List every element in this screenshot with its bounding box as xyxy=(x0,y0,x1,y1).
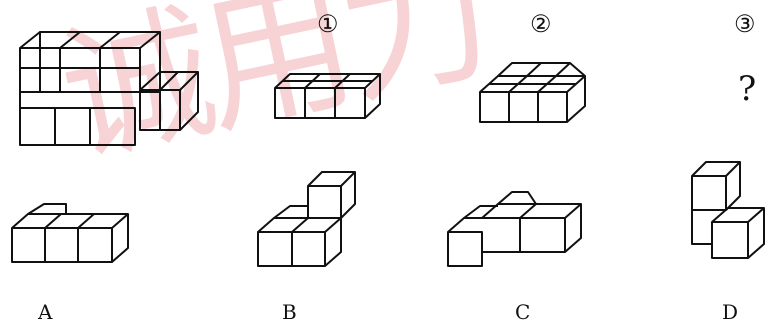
sequence-label-3: ③ xyxy=(734,10,756,38)
option-c-shape xyxy=(447,191,582,267)
shape-1 xyxy=(274,73,381,119)
sequence-label-2: ② xyxy=(530,10,552,38)
option-label-d: D xyxy=(722,300,739,324)
question-mark: ? xyxy=(738,69,757,109)
option-label-b: B xyxy=(282,300,297,324)
option-d-shape xyxy=(691,161,765,259)
sequence-label-1: ① xyxy=(317,10,339,38)
option-b-shape xyxy=(257,171,356,267)
option-a-shape xyxy=(11,203,129,263)
main-structure xyxy=(19,31,199,146)
option-label-a: A xyxy=(38,300,53,324)
shape-2 xyxy=(479,62,586,123)
option-label-c: C xyxy=(515,300,531,324)
